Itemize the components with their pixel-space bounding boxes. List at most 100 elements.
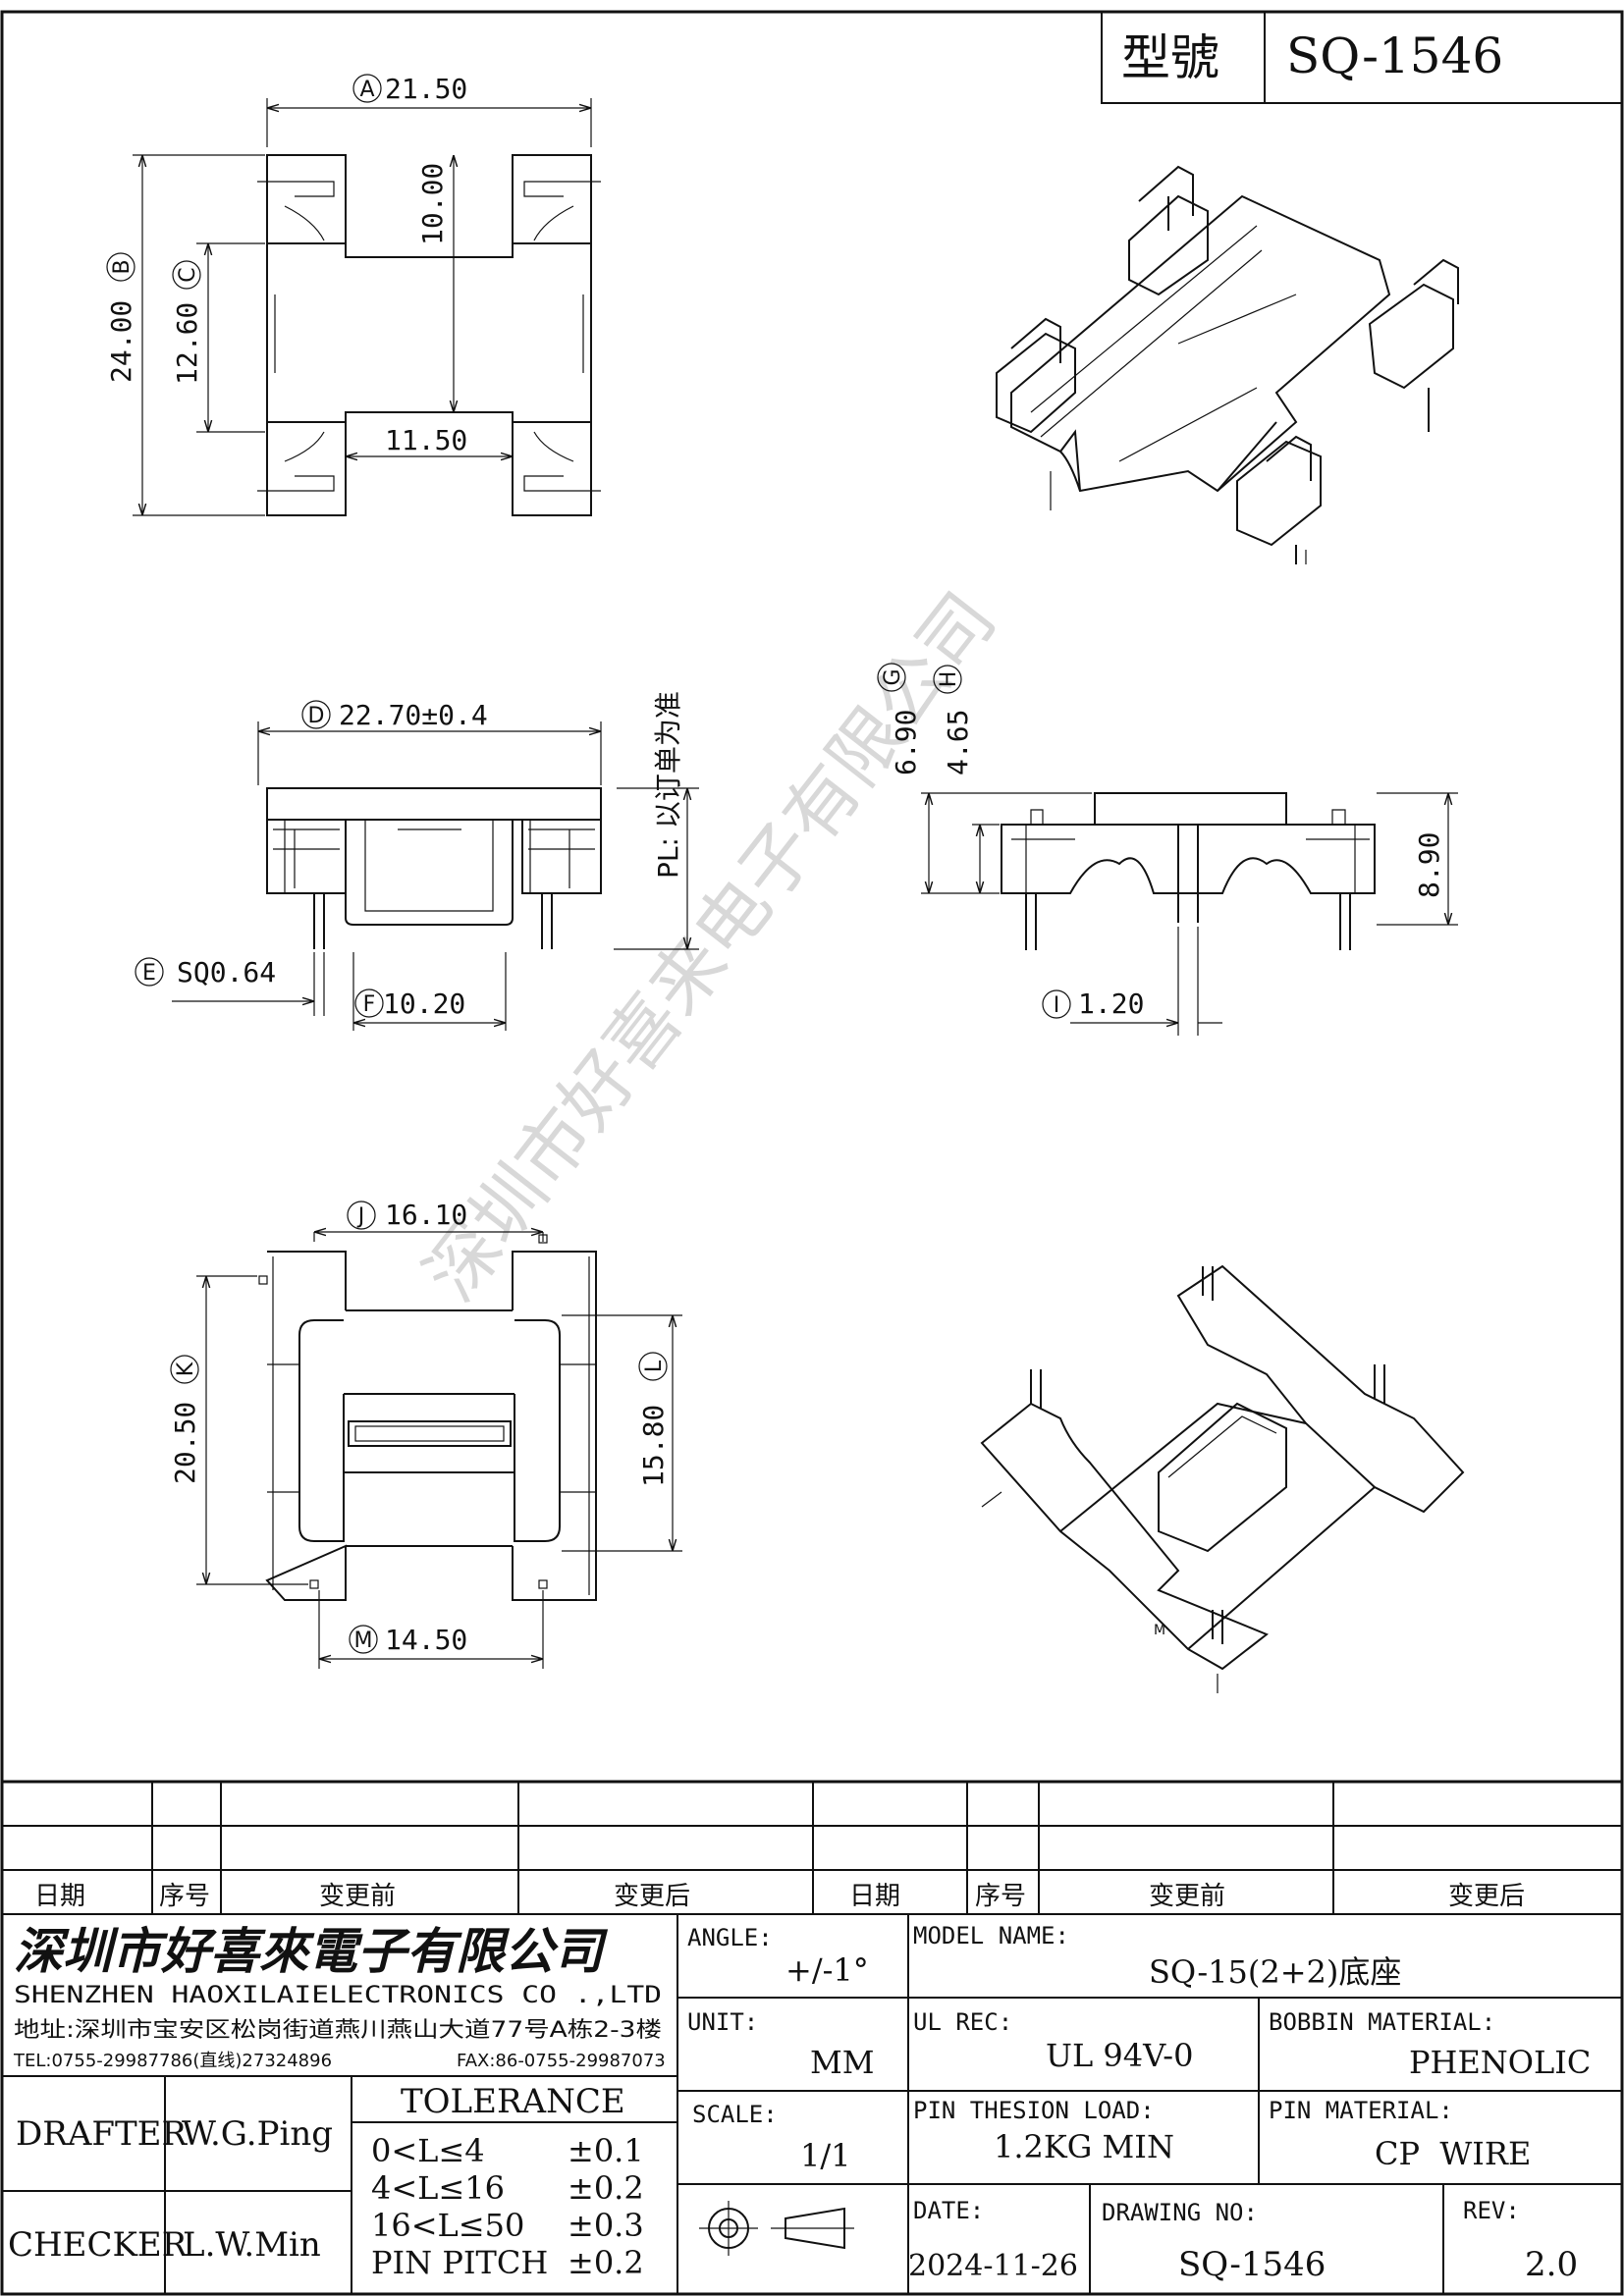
- dim-k-value: 20.50: [169, 1402, 201, 1484]
- rev-header-seq-2: 序号: [975, 1882, 1026, 1911]
- rev-header-seq-1: 序号: [159, 1882, 210, 1911]
- dim-top-inner-value: 10.00: [416, 163, 449, 245]
- company-name-en: SHENZHEN HAOXILAIELECTRONICS CO .,LTD: [14, 1981, 662, 2008]
- dim-letter-a: A: [352, 74, 382, 103]
- pin-material-label: PIN MATERIAL:: [1269, 2097, 1453, 2124]
- pin-material-value: CP WIRE: [1375, 2135, 1531, 2172]
- tol-value-3: ±0.3: [568, 2207, 644, 2244]
- model-label: 型號: [1121, 29, 1219, 86]
- company-tel: TEL:0755-29987786(直线)27324896: [13, 2051, 332, 2071]
- ul-label: UL REC:: [913, 2008, 1012, 2036]
- projection-symbol-icon: [699, 2201, 854, 2256]
- unit-label: UNIT:: [687, 2008, 758, 2036]
- tol-value-4: ±0.2: [568, 2244, 644, 2281]
- dim-i-value: 1.20: [1078, 988, 1144, 1020]
- revision-table: 日期 序号 变更前 变更后 日期 序号 变更前 变更后: [2, 1780, 1622, 1915]
- date-label: DATE:: [913, 2197, 984, 2224]
- svg-text:I: I: [1054, 993, 1060, 1018]
- dim-l-value: 15.80: [637, 1405, 670, 1487]
- ul-value: UL 94V-0: [1046, 2037, 1193, 2074]
- iso-pin-marker: M: [1154, 1623, 1165, 1638]
- svg-text:H: H: [937, 671, 961, 688]
- dim-letter-g: G: [877, 663, 906, 692]
- rev-header-before-1: 变更前: [319, 1882, 396, 1911]
- tol-range-4: PIN PITCH: [371, 2244, 548, 2281]
- svg-text:E: E: [142, 961, 156, 986]
- title-box: 型號 SQ-1546: [1101, 11, 1623, 104]
- drafter-label: DRAFTER: [16, 2114, 189, 2154]
- rev-header-before-2: 变更前: [1149, 1882, 1225, 1911]
- rev-header-after-1: 变更后: [614, 1882, 690, 1911]
- dim-letter-m: M: [349, 1625, 378, 1654]
- rev-header-date-1: 日期: [34, 1882, 85, 1911]
- dim-a-value: 21.50: [385, 73, 467, 105]
- dim-d-value: 22.70±0.4: [339, 699, 488, 731]
- tol-value-2: ±0.2: [568, 2169, 644, 2207]
- rev-header-date-2: 日期: [849, 1882, 900, 1911]
- side-view: 6.90 4.65 8.90 1.20: [890, 710, 1458, 1036]
- svg-text:M: M: [354, 1629, 373, 1653]
- svg-text:D: D: [308, 704, 325, 728]
- drawing-no-value: SQ-1546: [1178, 2245, 1326, 2284]
- top-view: 21.50 24.00 12.60 10.00 11.50: [105, 73, 601, 516]
- dim-b-value: 24.00: [105, 300, 137, 383]
- pin-load-label: PIN THESION LOAD:: [913, 2097, 1155, 2124]
- rev-label: REV:: [1463, 2197, 1520, 2224]
- watermark: 深圳市好喜来电子有限公司: [408, 577, 1011, 1316]
- company-address: 地址:深圳市宝安区松岗街道燕川燕山大道77号A栋2-3楼: [14, 2018, 662, 2043]
- dim-f-value: 10.20: [383, 988, 465, 1020]
- rev-value: 2.0: [1525, 2245, 1578, 2284]
- model-value: SQ-1546: [1286, 27, 1503, 84]
- svg-text:B: B: [110, 259, 135, 274]
- drawing-no-label: DRAWING NO:: [1102, 2199, 1258, 2226]
- dimension-letter-markers: A B C D E F G H I J K L M: [106, 74, 1071, 1654]
- dim-j-value: 16.10: [385, 1199, 467, 1231]
- pl-note: PL: 以订单为准: [652, 691, 684, 879]
- dim-c-value: 12.60: [171, 302, 203, 385]
- sheet-border: [0, 10, 1624, 2296]
- angle-value: +/-1°: [785, 1951, 869, 1989]
- model-name-label: MODEL NAME:: [913, 1922, 1069, 1949]
- dim-letter-h: H: [933, 665, 962, 694]
- bobbin-value: PHENOLIC: [1409, 2044, 1591, 2081]
- date-value: 2024-11-26: [908, 2249, 1078, 2283]
- front-view: 22.70±0.4 PL: 以订单为准 SQ0.64 10.20: [172, 691, 699, 1031]
- tol-range-3: 16<L≤50: [371, 2207, 524, 2244]
- dim-letter-f: F: [354, 988, 384, 1018]
- tolerance-title: TOLERANCE: [401, 2082, 625, 2121]
- title-block: 深圳市好喜來電子有限公司 SHENZHEN HAOXILAIELECTRONIC…: [2, 1914, 1622, 2294]
- dim-bottom-inner-value: 11.50: [385, 424, 467, 456]
- angle-label: ANGLE:: [687, 1924, 773, 1951]
- bottom-view: 16.10 20.50 15.80 14.50: [169, 1199, 682, 1669]
- tol-range-2: 4<L≤16: [371, 2169, 505, 2207]
- iso-view-bottom: M: [980, 1264, 1465, 1693]
- svg-text:K: K: [174, 1362, 198, 1376]
- svg-text:J: J: [356, 1204, 365, 1229]
- dim-g-value: 6.90: [890, 710, 922, 775]
- dim-letter-i: I: [1042, 989, 1071, 1019]
- svg-text:C: C: [176, 267, 200, 282]
- svg-text:G: G: [881, 668, 905, 685]
- company-name-cn: 深圳市好喜來電子有限公司: [14, 1922, 609, 1980]
- tol-range-1: 0<L≤4: [371, 2132, 485, 2169]
- dim-letter-e: E: [135, 957, 164, 987]
- dim-letter-l: L: [638, 1352, 668, 1381]
- pin-load-value: 1.2KG MIN: [994, 2128, 1174, 2165]
- dim-m-value: 14.50: [385, 1624, 467, 1656]
- scale-label: SCALE:: [692, 2101, 778, 2128]
- drafter-name: W.G.Ping: [182, 2114, 333, 2154]
- dim-right-height-value: 8.90: [1413, 832, 1445, 898]
- dim-h-value: 4.65: [942, 710, 974, 775]
- dim-letter-j: J: [347, 1201, 376, 1230]
- rev-header-after-2: 变更后: [1448, 1882, 1525, 1911]
- tol-value-1: ±0.1: [568, 2132, 644, 2169]
- svg-text:A: A: [359, 78, 374, 102]
- checker-label: CHECKER: [8, 2225, 189, 2265]
- dim-letter-b: B: [106, 252, 135, 282]
- scale-value: 1/1: [800, 2137, 851, 2174]
- model-name-value: SQ-15(2+2)底座: [1149, 1953, 1401, 1991]
- checker-name: L.W.Min: [183, 2225, 321, 2265]
- dim-letter-c: C: [172, 260, 201, 290]
- svg-text:L: L: [642, 1360, 667, 1372]
